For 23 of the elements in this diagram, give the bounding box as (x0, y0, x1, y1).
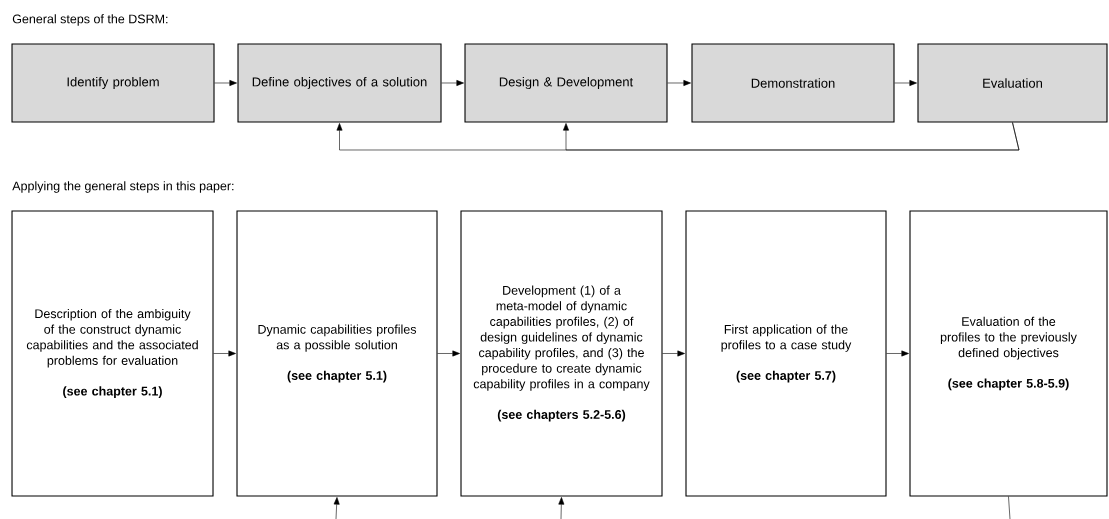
step-box: First application of the profiles to a case study (see chapter 5.7) (685, 210, 887, 497)
arrow (563, 122, 1020, 151)
arrow (894, 80, 917, 86)
process-box: Identify problem (11, 43, 215, 123)
arrow (333, 497, 340, 519)
arrow (667, 80, 691, 86)
step-box: Evaluation of the profiles to the previously defined objectives (see chapter 5.8-5.9) (909, 210, 1108, 497)
process-box: Demonstration (691, 43, 895, 123)
arrow (441, 80, 464, 86)
arrow (214, 80, 237, 86)
step-box: Dynamic capabilities profiles as a possible solution (see chapter 5.1) (236, 210, 438, 497)
arrow (213, 350, 236, 357)
section-heading: Applying the general steps in this paper: (12, 181, 234, 193)
process-box: Define objectives of a solution (237, 43, 442, 123)
arrow (437, 350, 460, 357)
step-box: Development (1) of a meta-model of dynamic capabilities profiles, (2) of design guidelines of dynamic capability profiles, and (3) the procedure to create dynamic capability profiles in a company (see chapters 5.2-5.6) (460, 210, 663, 497)
arrow (558, 497, 565, 519)
arrow (886, 350, 909, 357)
step-box: Description of the ambiguity of the construct dynamic capabilities and the associated problems for evaluation (see chapter 5.1) (11, 210, 214, 497)
process-box: Evaluation (917, 43, 1108, 123)
process-box: Design & Development (464, 43, 668, 123)
arrow (662, 350, 685, 357)
section-heading: General steps of the DSRM: (12, 14, 168, 26)
